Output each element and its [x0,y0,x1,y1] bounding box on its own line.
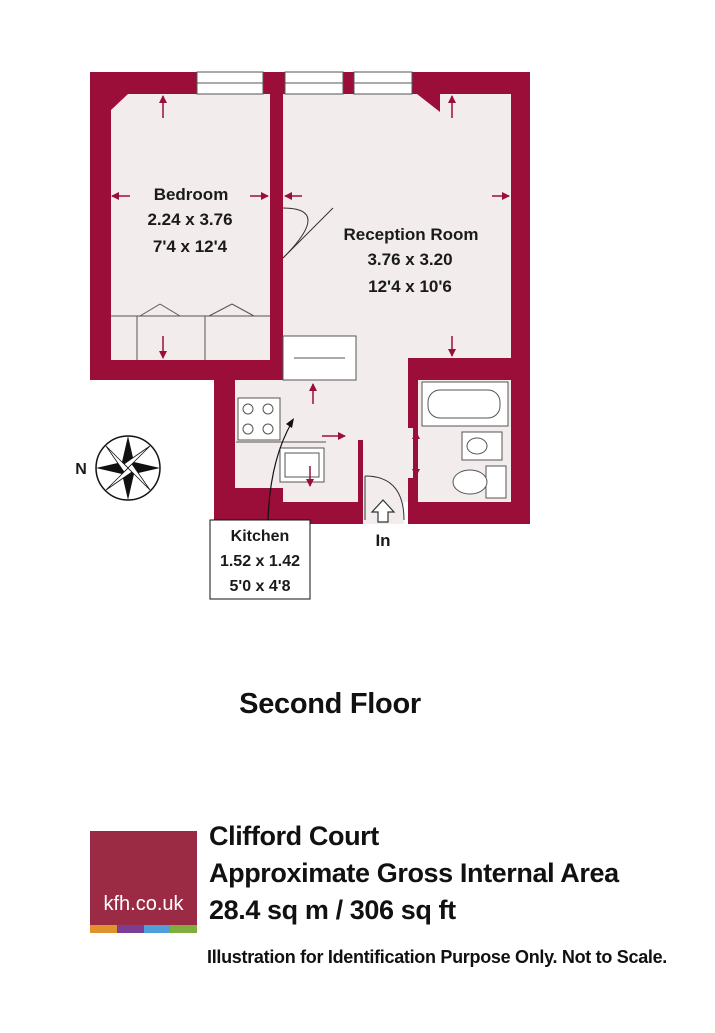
hob-ring [242,403,254,415]
logo-stripe [143,925,171,933]
compass-icon [95,435,161,501]
kitchen-fixtures [236,335,357,483]
kitchen-label-pointer-head [286,418,294,428]
bathtub [421,381,509,427]
kitchen-label: Kitchen 1.52 x 1.42 5'0 x 4'8 [209,519,311,600]
area-value: 28.4 sq m / 306 sq ft [209,895,456,925]
bathroom-fixtures [421,381,509,499]
bedroom-reception-wall [270,94,283,198]
toilet-cistern [485,465,507,499]
logo-stripe [90,925,117,933]
logo-stripes [90,925,197,933]
bathroom-north-wall [408,358,530,380]
logo-stripe [116,925,144,933]
property-info: Clifford Court Approximate Gross Interna… [209,818,619,929]
bedroom-reception-wall-lower [270,258,283,360]
toilet-bowl [452,469,488,495]
entrance-arrow-icon [370,499,396,523]
washbasin [461,431,503,461]
reception-name: Reception Room [343,225,478,244]
bathtub-inner [427,389,501,419]
bedroom-metric: 2.24 x 3.76 [147,210,232,229]
disclaimer: Illustration for Identification Purpose … [207,947,668,967]
kitchen-metric: 1.52 x 1.42 [220,553,300,570]
bedroom-name: Bedroom [154,185,229,204]
kitchen-label-box [209,519,311,600]
sink-basin [284,452,320,478]
kitchen-hall-wall [358,440,363,524]
property-name: Clifford Court [209,821,379,851]
floor-title: Second Floor [239,688,421,720]
bedroom-door-swing [282,207,309,259]
chimney-breast [111,94,128,110]
reception-label: Reception Room 3.76 x 3.20 12'4 x 10'6 [343,225,478,296]
floor-plan: Bedroom 2.24 x 3.76 7'4 x 12'4 Reception… [75,71,530,600]
logo-box [90,831,197,925]
reception-metric: 3.76 x 3.20 [367,250,452,269]
sink [279,447,325,483]
area-label: Approximate Gross Internal Area [209,858,619,888]
bedroom-label: Bedroom 2.24 x 3.76 7'4 x 12'4 [147,185,232,256]
kitchen-label-pointer [267,421,293,521]
hob-ring [262,423,274,435]
hob-ring [262,403,274,415]
logo-text: kfh.co.uk [103,893,184,915]
dimension-arrows [111,95,510,487]
reception-imperial: 12'4 x 10'6 [368,277,452,296]
hob-ring [242,423,254,435]
bathroom-west-wall-lower [408,478,418,502]
windows [111,71,440,112]
kfh-logo: kfh.co.uk [90,831,197,933]
reception-floor [283,94,511,360]
entrance-label: In [375,531,390,550]
washbasin-bowl [466,437,488,455]
logo-stripe [170,925,197,933]
doors [282,207,405,521]
bathroom-west-wall [408,358,418,428]
kitchen-name: Kitchen [231,528,290,545]
hob [237,397,281,441]
bedroom-imperial: 7'4 x 12'4 [153,237,228,256]
kitchen-imperial: 5'0 x 4'8 [230,578,291,595]
bedroom-south-wall [90,360,283,380]
compass-north-label: N [75,461,87,478]
chimney-breast [417,94,440,112]
entrance-door-swing [364,475,405,521]
wardrobes [111,303,270,360]
interior-walls [90,94,530,524]
